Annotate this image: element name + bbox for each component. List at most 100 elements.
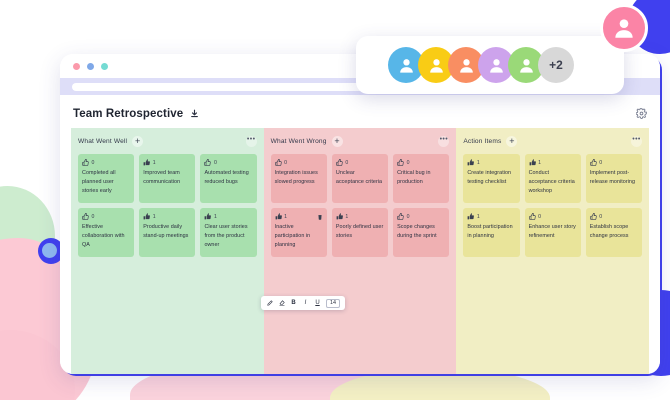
card[interactable]: 1 Clear user stories from the product ow… [200, 208, 257, 257]
like-count: 1 [476, 213, 480, 220]
thumbs-up-icon[interactable] [204, 159, 212, 166]
card[interactable]: 0 Establish scope change process [585, 208, 642, 257]
thumbs-up-icon[interactable] [529, 159, 536, 166]
card-list: 1 Create integration testing checklist 1… [463, 154, 642, 257]
thumbs-up-icon[interactable] [590, 213, 597, 220]
download-icon[interactable] [190, 109, 199, 118]
card[interactable]: 0 Unclear acceptance criteria [331, 154, 389, 203]
card-toolbar: 1 [143, 158, 191, 167]
card-toolbar: 1 [467, 212, 515, 221]
card[interactable]: 0 Completed all planned user stories ear… [78, 154, 135, 203]
address-bar[interactable] [72, 82, 402, 91]
like-count: 1 [345, 213, 349, 220]
thumbs-up-icon[interactable] [82, 159, 89, 166]
card-selected[interactable]: 1 Inactive participation in planning [270, 208, 327, 257]
add-card-button[interactable]: + [331, 135, 343, 147]
maximize-dot-icon[interactable] [101, 62, 108, 70]
card-toolbar: 0 [82, 158, 130, 167]
card-text: Inactive participation in planning [274, 224, 311, 248]
card[interactable]: 1 Improved team communication [139, 154, 196, 203]
card-text: Conduct acceptance criteria workshop [528, 170, 575, 194]
card-toolbar: 0 [397, 212, 445, 221]
thumbs-up-icon[interactable] [467, 159, 475, 166]
card-text: Improved team communication [143, 170, 181, 185]
column-menu-button[interactable]: ••• [438, 135, 450, 147]
card[interactable]: 1 Poorly defined user stories [331, 208, 389, 257]
text-format-toolbar[interactable]: B I U 14 [261, 296, 345, 310]
card-text: Poorly defined user stories [335, 224, 384, 239]
card[interactable]: 0 Critical bug in production [393, 154, 450, 203]
card-text: Scope changes during the sprint [397, 224, 437, 239]
column-title: Action Items [463, 137, 502, 145]
like-count: 1 [152, 159, 156, 166]
like-count: 0 [406, 213, 410, 220]
highlighter-icon[interactable] [278, 300, 285, 306]
like-count: 0 [284, 159, 288, 166]
card-toolbar: 1 [336, 212, 384, 221]
thumbs-up-icon[interactable] [336, 213, 343, 220]
column-title: What Went Wrong [270, 137, 327, 145]
card[interactable]: 0 Implement post-release monitoring [585, 154, 642, 203]
thumbs-up-icon[interactable] [143, 213, 151, 220]
like-count: 0 [91, 159, 95, 166]
browser-window: Team Retrospective What [60, 54, 660, 374]
underline-button[interactable]: U [315, 300, 320, 306]
column-what-went-well: What Went Well + ••• 0 Completed all pla… [71, 128, 264, 374]
column-menu-button[interactable]: ••• [245, 135, 257, 147]
card-toolbar: 1 [204, 212, 252, 221]
card-toolbar: 0 [82, 212, 130, 221]
add-card-button[interactable]: + [506, 135, 518, 147]
board-columns: What Went Well + ••• 0 Completed all pla… [71, 128, 650, 374]
thumbs-up-icon[interactable] [467, 213, 475, 220]
card-toolbar: 1 [143, 212, 191, 221]
card[interactable]: 0 Scope changes during the sprint [393, 208, 450, 257]
minimize-dot-icon[interactable] [87, 62, 94, 70]
card-toolbar: 0 [590, 158, 638, 167]
column-what-went-wrong: What Went Wrong + ••• 0 Integration issu… [263, 128, 457, 374]
delete-icon[interactable] [317, 214, 323, 220]
italic-button[interactable]: I [304, 300, 307, 306]
card-toolbar: 1 [529, 158, 577, 167]
thumbs-up-icon[interactable] [397, 213, 404, 220]
like-count: 1 [284, 213, 288, 220]
thumbs-up-icon[interactable] [336, 159, 343, 166]
gear-icon[interactable] [635, 106, 648, 124]
pen-icon[interactable] [266, 300, 273, 306]
card[interactable]: 0 Enhance user story refinement [524, 208, 581, 257]
thumbs-up-icon[interactable] [275, 213, 282, 220]
card-text: Critical bug in production [397, 170, 431, 185]
thumbs-up-icon[interactable] [590, 159, 597, 166]
card[interactable]: 0 Effective collaboration with QA [78, 208, 135, 257]
thumbs-up-icon[interactable] [274, 159, 282, 166]
like-count: 0 [599, 213, 603, 220]
card-toolbar: 1 [467, 158, 515, 167]
card[interactable]: 1 Conduct acceptance criteria workshop [524, 154, 581, 203]
thumbs-up-icon[interactable] [204, 213, 212, 220]
card[interactable]: 1 Boost participation in planning [463, 208, 520, 257]
close-dot-icon[interactable] [73, 62, 80, 70]
like-count: 0 [599, 159, 603, 166]
presence-bar: +2 [356, 36, 624, 94]
card[interactable]: 1 Create integration testing checklist [463, 154, 520, 203]
column-menu-button[interactable]: ••• [631, 135, 643, 147]
thumbs-up-icon[interactable] [397, 159, 404, 166]
like-count: 1 [152, 213, 156, 220]
card[interactable]: 0 Integration issues slowed progress [270, 154, 327, 203]
thumbs-up-icon[interactable] [143, 159, 151, 166]
font-size-input[interactable]: 14 [326, 298, 340, 308]
add-card-button[interactable]: + [132, 135, 144, 147]
thumbs-up-icon[interactable] [528, 213, 536, 220]
avatar-highlighted[interactable] [600, 4, 648, 52]
card-text: Implement post-release monitoring [589, 170, 636, 185]
page-title: Team Retrospective [73, 107, 184, 120]
card[interactable]: 1 Productive daily stand-up meetings [139, 208, 196, 257]
card-text: Boost participation in planning [467, 224, 513, 239]
column-title: What Went Well [78, 137, 128, 145]
column-header: What Went Well + ••• [78, 134, 257, 148]
card[interactable]: 0 Automated testing reduced bugs [200, 154, 257, 203]
avatar-overflow-badge[interactable]: +2 [538, 47, 574, 83]
thumbs-up-icon[interactable] [82, 213, 89, 220]
card-toolbar: 0 [590, 212, 638, 221]
card-text: Effective collaboration with QA [82, 224, 125, 248]
bold-button[interactable]: B [291, 300, 296, 306]
